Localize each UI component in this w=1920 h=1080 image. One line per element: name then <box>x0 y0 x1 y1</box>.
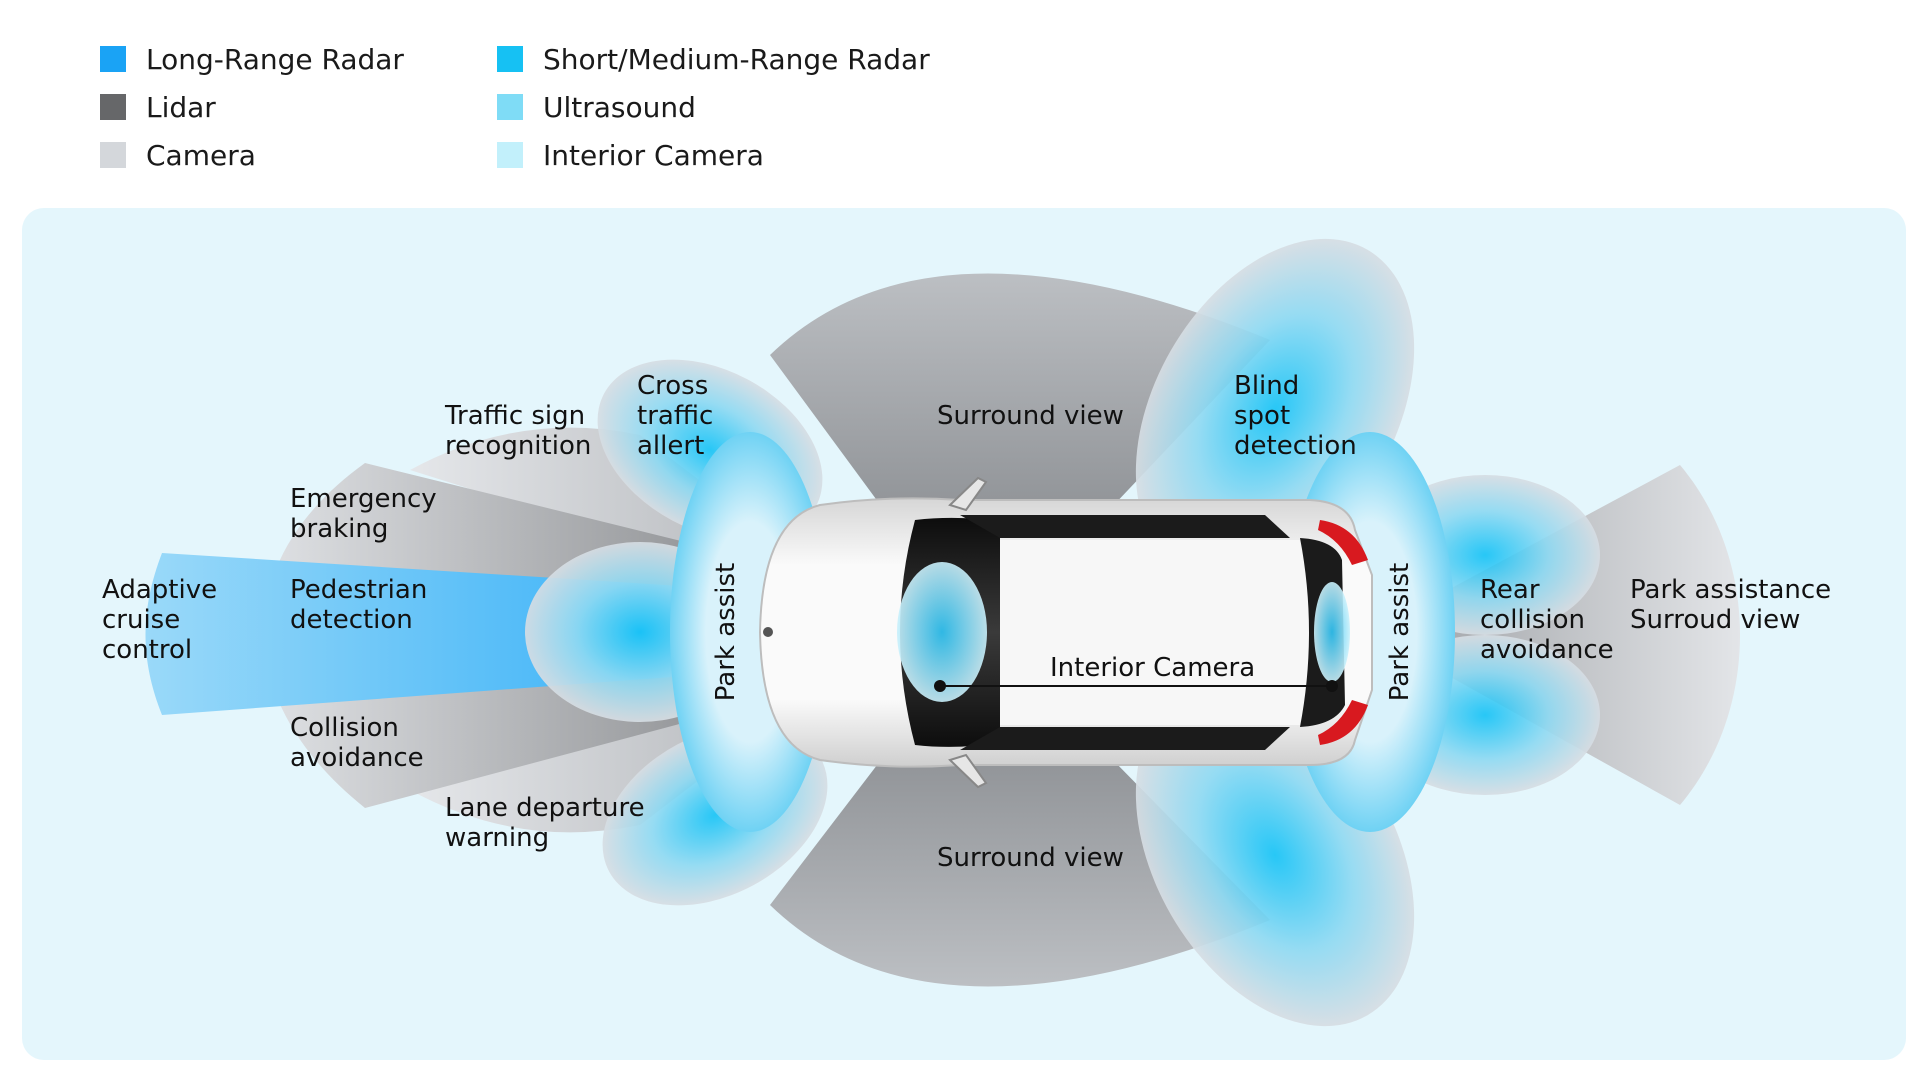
car-roof <box>1000 540 1310 725</box>
legend-swatch-lidar <box>100 94 126 120</box>
label-traffic-sign-recognition: Traffic sign recognition <box>444 401 593 461</box>
legend-item-short-medium-range-radar: Short/Medium-Range Radar <box>497 42 930 76</box>
label-adaptive-cruise-control: Adaptive cruise control <box>102 575 225 665</box>
label-blind-spot-detection: Blind spot detection <box>1234 371 1357 461</box>
legend-item-ultrasound: Ultrasound <box>497 90 696 124</box>
car-emblem <box>763 627 773 637</box>
label-surround-view-bottom: Surround view <box>937 843 1124 873</box>
legend: Long-Range Radar Lidar Camera Short/Medi… <box>0 0 1920 190</box>
label-rear-collision-avoidance: Rear collision avoidance <box>1480 575 1614 665</box>
tail-light-bottom <box>1318 700 1368 745</box>
label-cross-traffic-allert: Cross traffic allert <box>637 371 722 461</box>
interior-camera-zone-rear <box>1314 582 1350 682</box>
legend-swatch-ultrasound <box>497 94 523 120</box>
label-pedestrian-detection: Pedestrian detection <box>290 575 436 635</box>
label-park-assist-front: Park assist <box>711 563 741 701</box>
legend-label: Long-Range Radar <box>146 42 404 76</box>
tail-light-top <box>1318 520 1368 565</box>
interior-camera-dot-rear <box>1326 680 1338 692</box>
legend-swatch-interior-camera <box>497 142 523 168</box>
legend-label: Ultrasound <box>543 90 696 124</box>
interior-camera-dot-front <box>934 680 946 692</box>
legend-label: Lidar <box>146 90 216 124</box>
legend-swatch-camera <box>100 142 126 168</box>
label-lane-departure-warning: Lane departure warning <box>445 793 653 853</box>
label-park-assistance-surround-view: Park assistance Surroud view <box>1630 575 1839 635</box>
legend-label: Camera <box>146 138 256 172</box>
surround-view-bottom-zone <box>770 650 1270 987</box>
legend-item-long-range-radar: Long-Range Radar <box>100 42 404 76</box>
legend-label: Interior Camera <box>543 138 764 172</box>
label-collision-avoidance: Collision avoidance <box>290 713 424 773</box>
sensor-coverage-diagram: Adaptive cruise control Emergency brakin… <box>102 238 1839 1027</box>
rear-camera-zone <box>1420 465 1740 805</box>
legend-item-camera: Camera <box>100 138 256 172</box>
mirror-top <box>948 476 988 512</box>
legend-swatch-short-medium-range-radar <box>497 46 523 72</box>
legend-item-lidar: Lidar <box>100 90 216 124</box>
mirror-bottom <box>948 753 988 789</box>
interior-camera-zone-front <box>897 562 987 702</box>
legend-item-interior-camera: Interior Camera <box>497 138 764 172</box>
legend-swatch-long-range-radar <box>100 46 126 72</box>
label-interior-camera: Interior Camera <box>1050 653 1255 683</box>
surround-view-top-zone <box>770 273 1270 620</box>
car-top-view <box>758 476 1373 789</box>
legend-label: Short/Medium-Range Radar <box>543 42 930 76</box>
label-surround-view-top: Surround view <box>937 401 1124 431</box>
sensor-diagram-panel: Adaptive cruise control Emergency brakin… <box>22 208 1906 1060</box>
car-side-window-top <box>960 515 1290 538</box>
label-park-assist-rear: Park assist <box>1385 563 1415 701</box>
label-emergency-braking: Emergency braking <box>290 484 445 544</box>
car-side-window-bottom <box>960 727 1290 750</box>
